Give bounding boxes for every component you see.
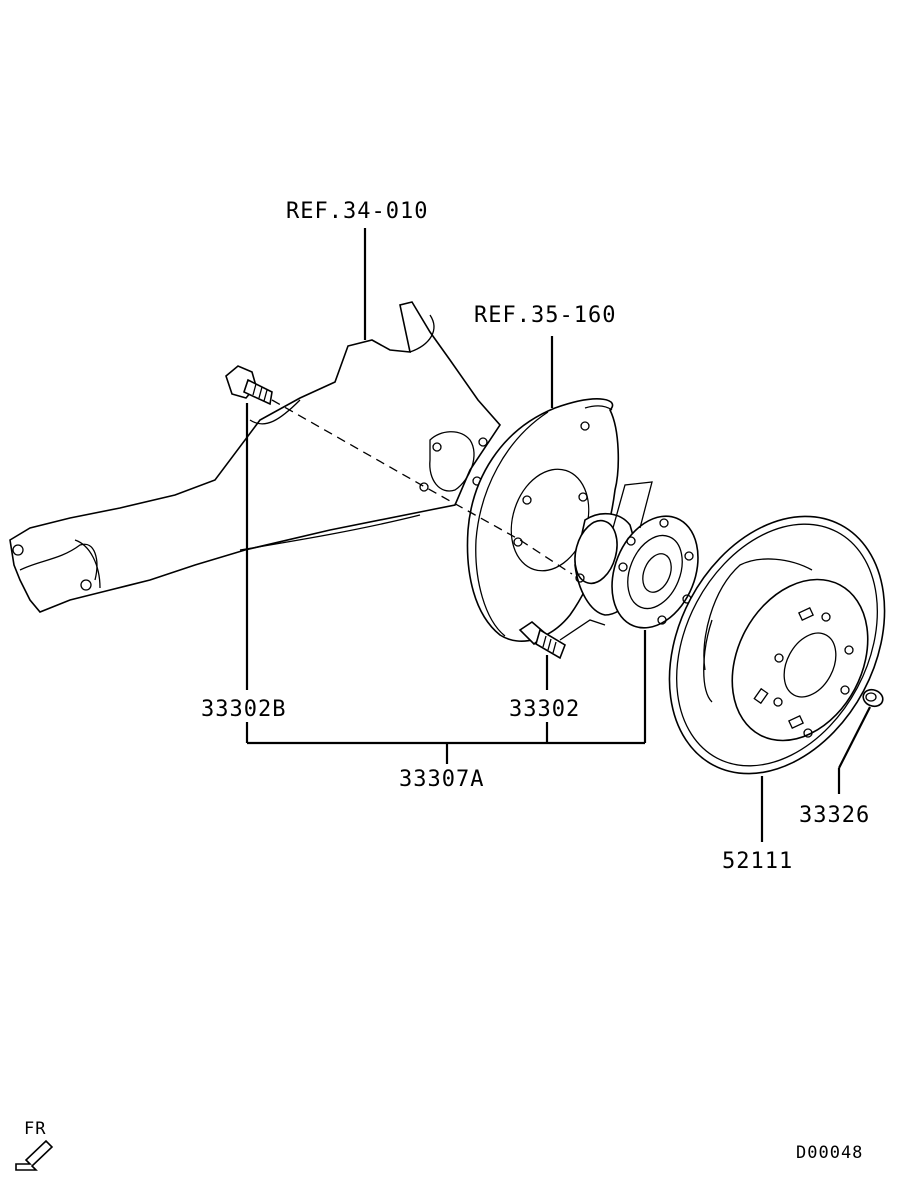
brake-disc <box>668 515 886 775</box>
front-direction-indicator: FR <box>15 1119 54 1171</box>
drawing-code: D00048 <box>796 1143 863 1163</box>
hub-bearing-assembly <box>574 481 699 629</box>
hub-assembly-label: 33307A <box>399 767 484 792</box>
bolt-axis-line <box>271 399 573 575</box>
rotor-screw <box>862 688 884 708</box>
hub-bolt <box>518 619 606 660</box>
hub-bolt-label: 33302 <box>509 697 580 722</box>
flange-bolt <box>225 365 273 406</box>
brake-disc-label: 52111 <box>722 849 793 874</box>
front-direction-arrow-icon <box>15 1139 54 1171</box>
ref-upper-label: REF.34-010 <box>286 199 428 224</box>
rear-trailing-arm <box>9 301 502 613</box>
leader-lines <box>245 228 871 842</box>
rotor-screw-label: 33326 <box>799 803 870 828</box>
front-label: FR <box>24 1119 46 1139</box>
hub-bolt-b-label: 33302B <box>201 697 286 722</box>
ref-backing-plate-label: REF.35-160 <box>474 303 616 328</box>
